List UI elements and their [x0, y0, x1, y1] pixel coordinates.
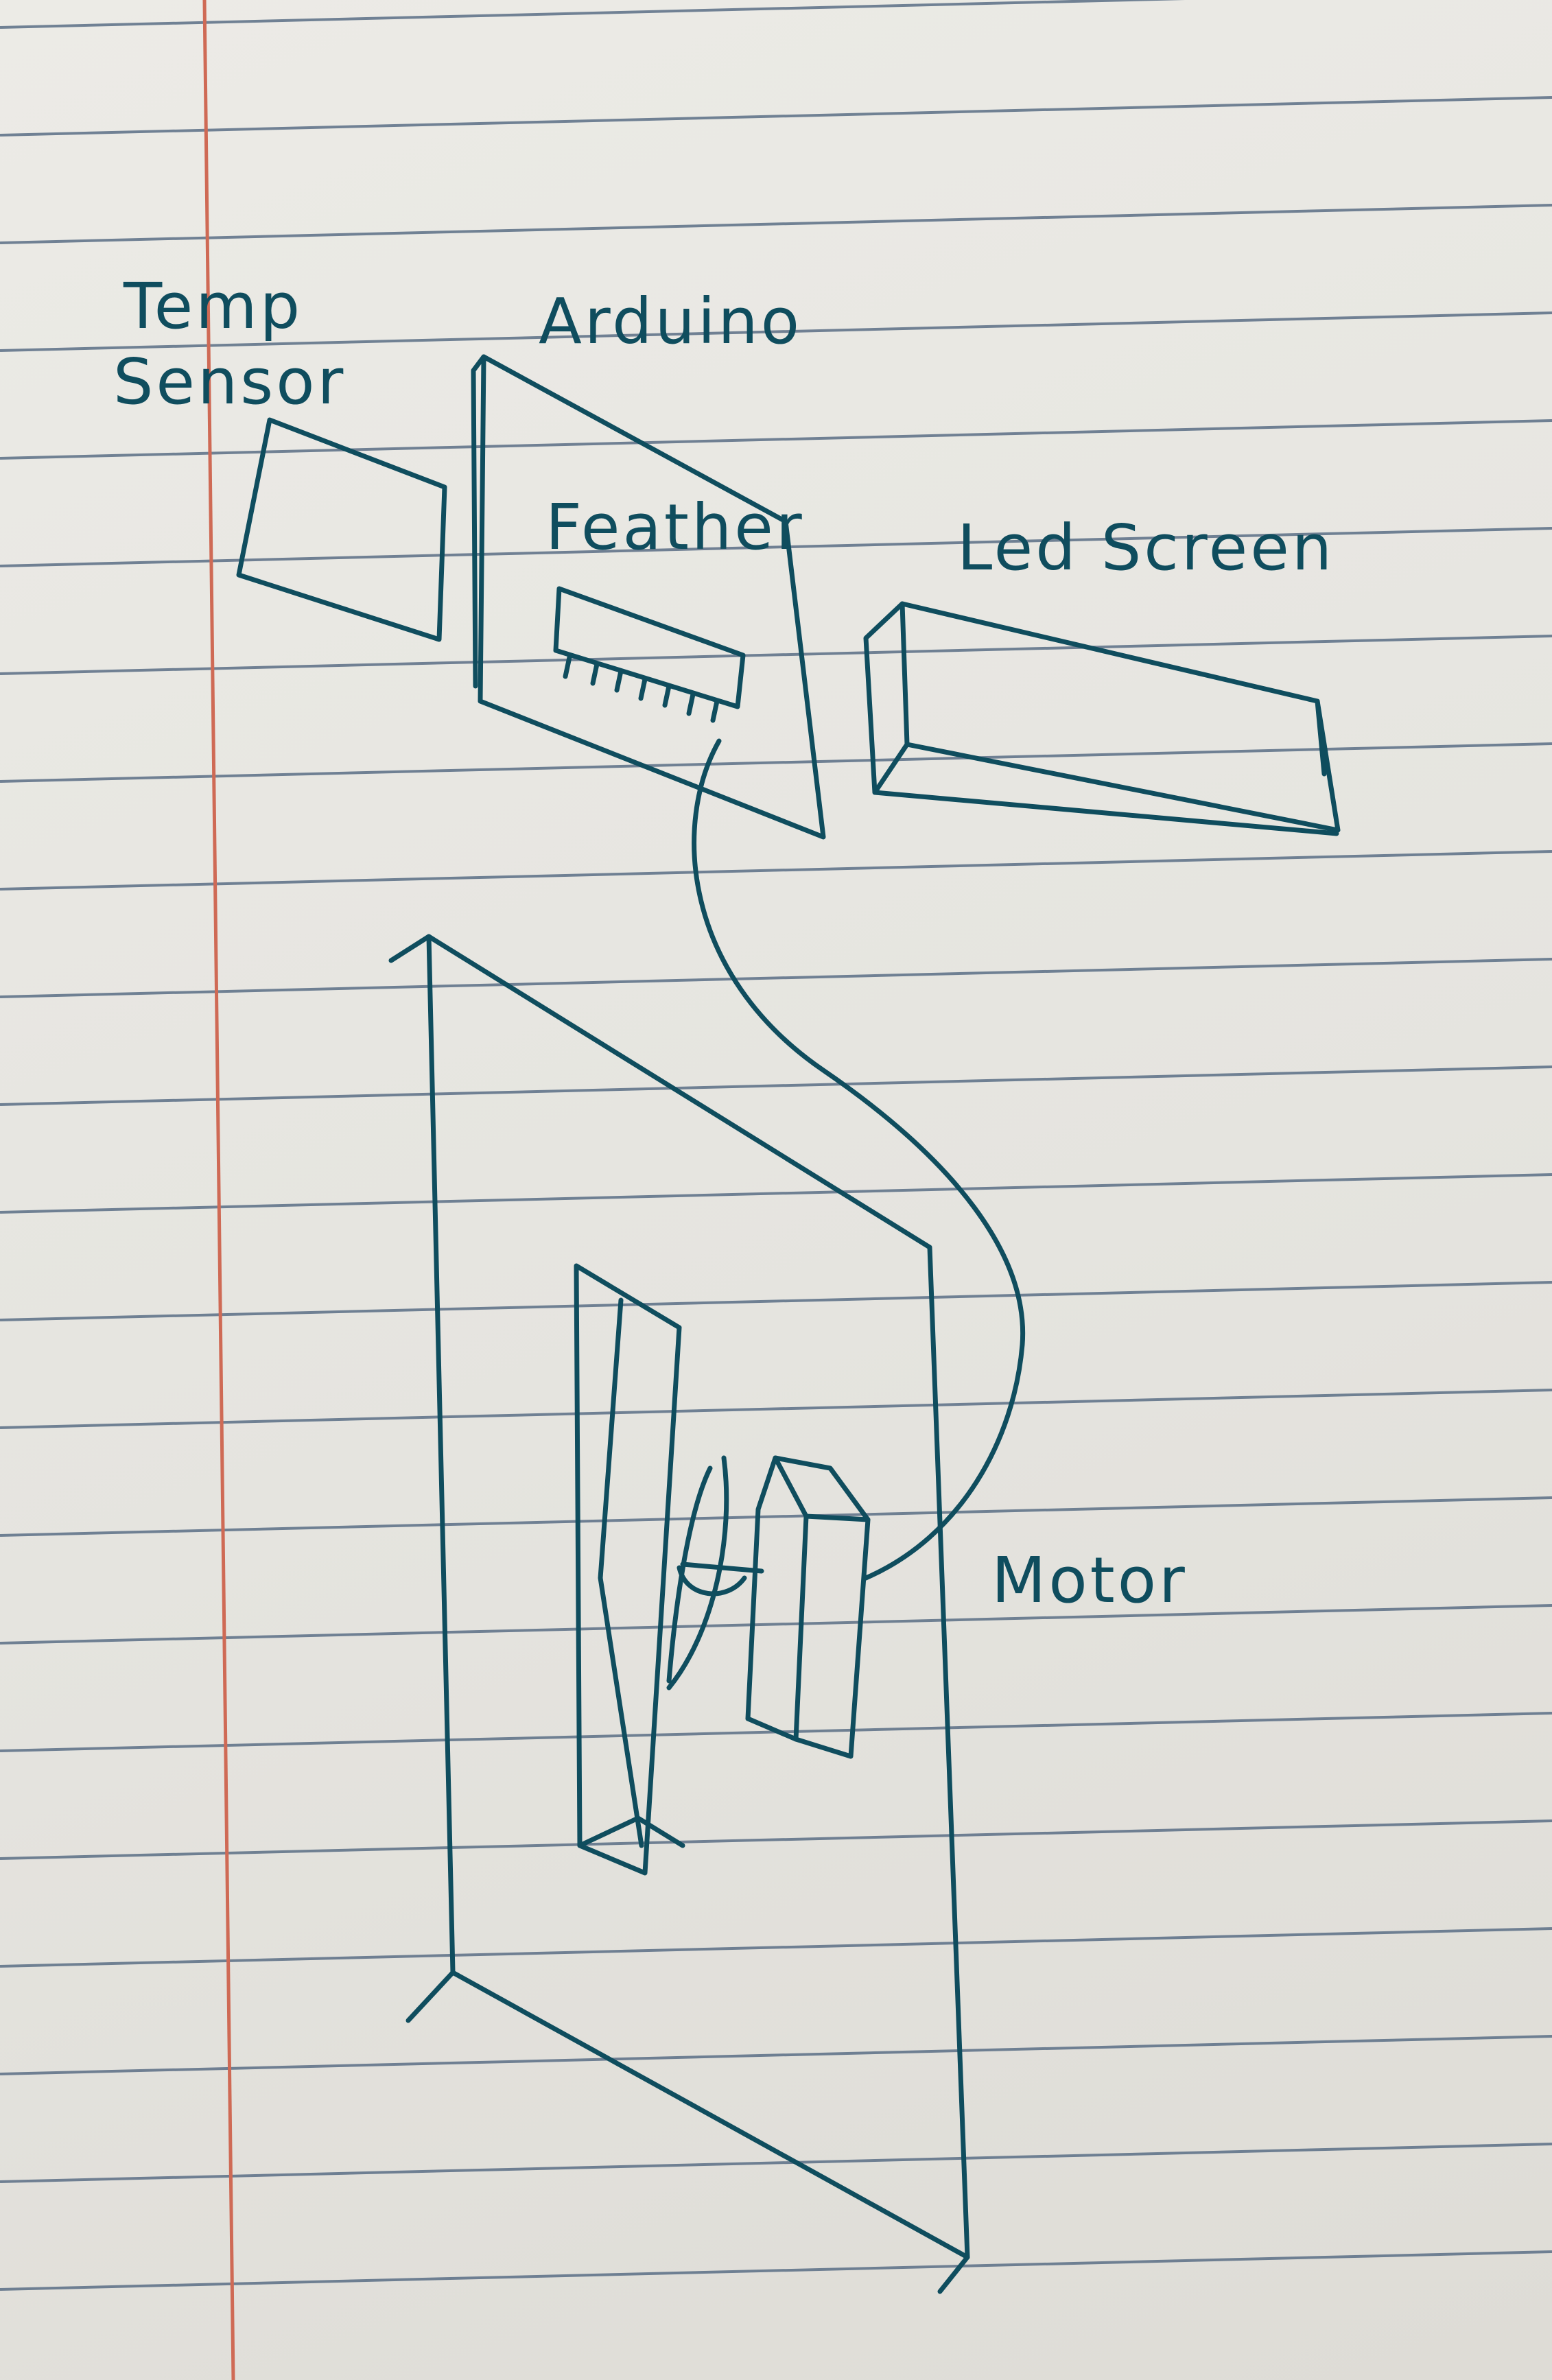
sensor-label-line2: Sensor — [113, 345, 346, 419]
mounting-plate-sketch — [388, 934, 970, 2294]
ruled-line — [0, 1389, 1552, 1429]
ruled-line — [0, 1065, 1552, 1106]
ruled-line — [0, 1927, 1552, 1968]
led-screen-label: Led Screen — [957, 511, 1335, 585]
ruled-line — [0, 0, 1186, 29]
ruled-line — [0, 1173, 1552, 1214]
ruled-line — [0, 850, 1552, 891]
ruled-line — [0, 1819, 1552, 1860]
wire-sketch — [692, 738, 1026, 1581]
temp-label-line1: Temp — [123, 270, 303, 343]
ruled-line — [0, 311, 1552, 352]
ruled-line — [0, 96, 1552, 137]
temp-sensor-sketch — [236, 417, 447, 642]
ruled-line — [0, 527, 1552, 567]
ruled-line — [0, 2143, 1552, 2183]
motor-sketch — [574, 1263, 871, 1876]
ruled-line — [0, 635, 1552, 675]
arduino-label: Arduino — [539, 285, 802, 358]
motor-label: Motor — [991, 1544, 1188, 1617]
ruled-line — [0, 419, 1552, 460]
ruled-line — [0, 1604, 1552, 1645]
feather-label: Feather — [545, 491, 805, 564]
arduino-board-sketch — [471, 354, 826, 840]
margin-line — [202, 0, 235, 2380]
feather-chip-sketch — [553, 586, 746, 723]
led-screen-sketch — [863, 601, 1341, 836]
ruled-line — [0, 2035, 1552, 2075]
ruled-line — [0, 742, 1552, 783]
ruled-line — [0, 1496, 1552, 1537]
ruled-line — [0, 1281, 1552, 1321]
ruled-line — [0, 204, 1552, 244]
ruled-lines — [0, 0, 1552, 2291]
ruled-line — [0, 2250, 1552, 2291]
ruled-line — [0, 958, 1552, 998]
